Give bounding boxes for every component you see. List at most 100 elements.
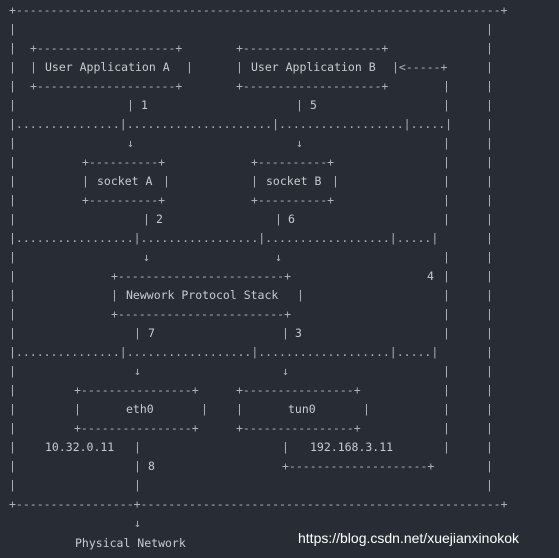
svg-text:|: | <box>486 98 493 112</box>
svg-text:|: | <box>282 440 289 454</box>
svg-text:|: | <box>74 402 81 416</box>
svg-text:↓: ↓ <box>282 364 289 378</box>
svg-text:|: | <box>486 41 493 55</box>
svg-text:|: | <box>9 117 16 131</box>
svg-text:+----------------+: +----------------+ <box>74 383 199 397</box>
svg-text:|: | <box>9 212 16 226</box>
source-watermark: https://blog.csdn.net/xuejianxinokok <box>298 530 520 546</box>
svg-text:+----------+: +----------+ <box>251 155 334 169</box>
svg-text:|: | <box>143 212 150 226</box>
svg-text:|...............|.............: |...............|.....................|.… <box>9 117 452 131</box>
svg-text:|: | <box>9 155 16 169</box>
svg-text:|: | <box>236 402 243 416</box>
svg-text:|: | <box>9 402 16 416</box>
svg-text:|: | <box>134 326 141 340</box>
svg-text:|: | <box>486 60 493 74</box>
svg-text:|: | <box>9 364 16 378</box>
svg-text:|...............|.............: |...............|..................|....… <box>9 345 438 359</box>
svg-text:|: | <box>9 136 16 150</box>
svg-text:|: | <box>282 326 289 340</box>
svg-text:|: | <box>486 117 493 131</box>
svg-text:|: | <box>9 459 16 473</box>
svg-text:|: | <box>111 288 118 302</box>
step-label-7: 7 <box>148 326 155 340</box>
svg-text:+-----------------------------: +---------------------------------------… <box>9 3 508 17</box>
step-label-1: 1 <box>141 98 148 112</box>
svg-text:|: | <box>443 250 450 264</box>
svg-text:+--------------------+: +--------------------+ <box>236 79 388 93</box>
svg-text:|: | <box>9 421 16 435</box>
svg-text:|: | <box>486 402 493 416</box>
svg-text:|: | <box>486 307 493 321</box>
svg-text:|: | <box>443 326 450 340</box>
svg-text:|: | <box>443 269 450 283</box>
ascii-frame: +---------------------------------------… <box>9 3 508 530</box>
svg-text:|: | <box>443 155 450 169</box>
svg-text:|: | <box>82 174 89 188</box>
svg-text:|: | <box>9 174 16 188</box>
svg-text:|: | <box>443 421 450 435</box>
svg-text:|: | <box>9 231 16 245</box>
svg-text:|: | <box>9 440 16 454</box>
svg-text:|: | <box>134 459 141 473</box>
svg-text:↓: ↓ <box>143 250 150 264</box>
svg-text:|: | <box>486 79 493 93</box>
svg-text:|: | <box>163 174 170 188</box>
svg-text:|: | <box>275 212 282 226</box>
svg-text:+--------------------+: +--------------------+ <box>30 41 182 55</box>
svg-text:|: | <box>486 345 493 359</box>
svg-text:|: | <box>486 269 493 283</box>
svg-text:|: | <box>9 60 16 74</box>
svg-text:+----------------+: +----------------+ <box>236 383 361 397</box>
svg-text:+--------------------+: +--------------------+ <box>236 41 388 55</box>
step-label-4: 4 <box>427 269 434 283</box>
svg-text:|: | <box>486 136 493 150</box>
svg-text:|: | <box>443 193 450 207</box>
svg-text:|: | <box>9 307 16 321</box>
svg-text:|: | <box>9 345 16 359</box>
svg-text:|: | <box>9 98 16 112</box>
svg-text:|: | <box>9 250 16 264</box>
svg-text:|: | <box>201 402 208 416</box>
svg-text:↓: ↓ <box>275 250 282 264</box>
svg-text:|: | <box>443 402 450 416</box>
svg-text:|: | <box>127 98 134 112</box>
svg-text:+------------------------+: +------------------------+ <box>111 269 291 283</box>
svg-text:|: | <box>443 79 450 93</box>
svg-text:|: | <box>486 440 493 454</box>
svg-text:↓: ↓ <box>134 516 141 530</box>
step-label-8: 8 <box>148 459 155 473</box>
svg-text:↓: ↓ <box>134 364 141 378</box>
tun0-ip-address: 192.168.3.11 <box>310 440 393 454</box>
physical-network-label: Physical Network <box>75 536 186 550</box>
svg-text:|: | <box>9 269 16 283</box>
svg-text:|: | <box>296 98 303 112</box>
step-label-5: 5 <box>310 98 317 112</box>
svg-text:|: | <box>9 288 16 302</box>
node-protocol-stack: Newwork Protocol Stack <box>126 288 278 302</box>
svg-text:|: | <box>443 440 450 454</box>
svg-text:|: | <box>486 459 493 473</box>
svg-text:|: | <box>9 79 16 93</box>
svg-text:|: | <box>332 174 339 188</box>
svg-text:|: | <box>251 174 258 188</box>
svg-text:+-----------------+-----------: +-----------------+---------------------… <box>9 497 508 511</box>
step-label-3: 3 <box>295 326 302 340</box>
node-tun0: tun0 <box>288 402 316 416</box>
svg-text:|: | <box>297 288 304 302</box>
svg-text:|: | <box>363 402 370 416</box>
svg-text:+----------+: +----------+ <box>82 193 165 207</box>
step-label-2: 2 <box>156 212 163 226</box>
svg-text:|: | <box>486 231 493 245</box>
svg-text:+----------------+: +----------------+ <box>74 421 199 435</box>
svg-text:|: | <box>486 421 493 435</box>
svg-text:|: | <box>443 212 450 226</box>
svg-text:|: | <box>9 326 16 340</box>
svg-text:|: | <box>236 60 243 74</box>
svg-text:|: | <box>9 41 16 55</box>
svg-text:|: | <box>486 288 493 302</box>
svg-text:|: | <box>486 326 493 340</box>
svg-text:|: | <box>443 174 450 188</box>
svg-text:|: | <box>30 60 37 74</box>
